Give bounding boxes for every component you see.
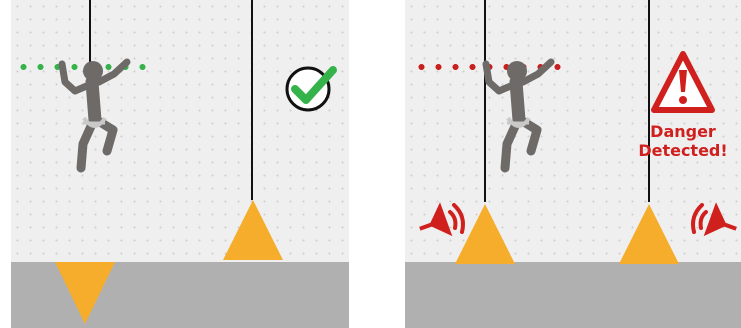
anchor-rope xyxy=(648,0,650,202)
anchor-up xyxy=(223,200,283,260)
warning-line-2: Detected! xyxy=(623,141,741,160)
safe-panel xyxy=(11,0,349,328)
danger-panel: Danger Detected! xyxy=(405,0,741,328)
danger-warning-text: Danger Detected! xyxy=(623,122,741,160)
warning-triangle-icon xyxy=(651,50,715,122)
anchor-rope xyxy=(251,0,253,200)
anchor-up xyxy=(619,204,679,264)
speaker-alarm-icon xyxy=(687,196,739,248)
anchor-down xyxy=(55,262,115,324)
floor xyxy=(405,262,741,328)
climber-figure xyxy=(483,58,559,176)
warning-line-1: Danger xyxy=(623,122,741,141)
anchor-up xyxy=(455,204,515,264)
climber-figure xyxy=(59,58,135,176)
check-icon xyxy=(283,62,341,114)
